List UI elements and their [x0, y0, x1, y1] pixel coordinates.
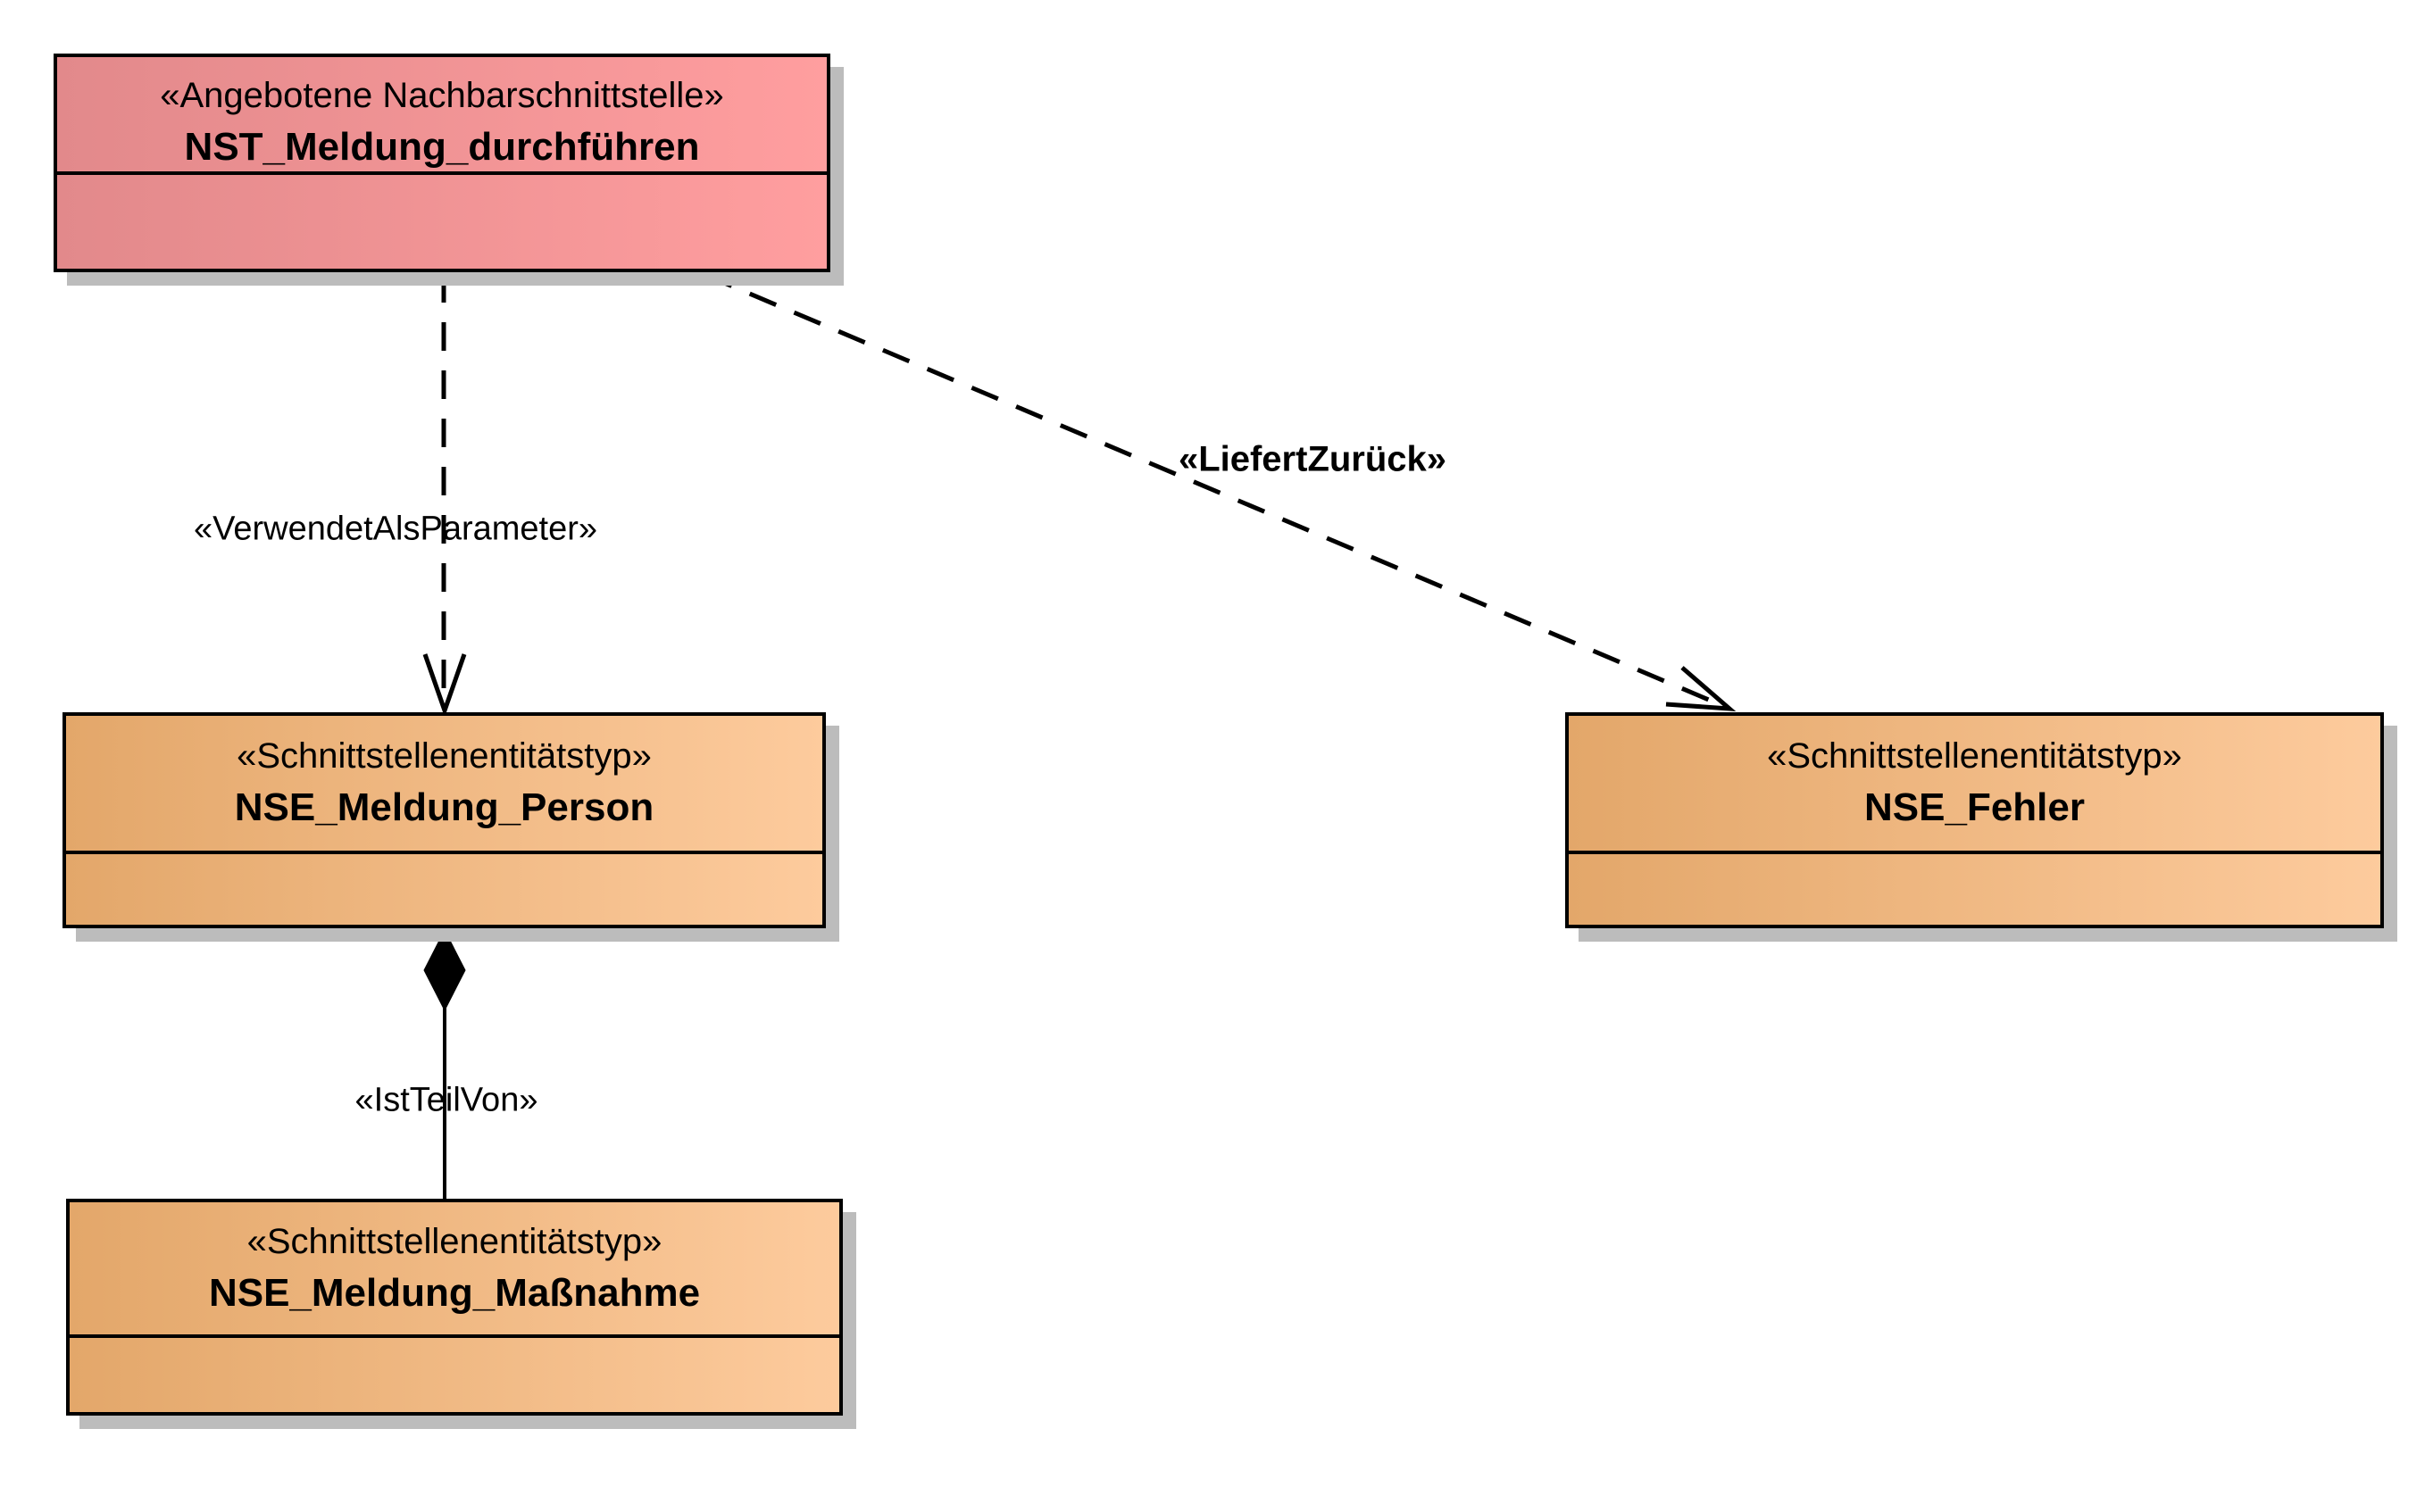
edge-label-ist-teil-von: «IstTeilVon»	[354, 1081, 538, 1119]
open-arrowhead-icon	[422, 653, 467, 718]
class-name: NSE_Fehler	[1864, 785, 2085, 830]
attributes-compartment	[66, 851, 822, 925]
class-name: NSE_Meldung_Person	[234, 785, 654, 830]
stereotype-label: «Schnittstellenentitätstyp»	[237, 736, 652, 777]
class-name: NSE_Meldung_Maßnahme	[208, 1270, 701, 1315]
liefert-zurueck-edge	[704, 272, 1729, 710]
class-box-nse-fehler: «Schnittstellenentitätstyp» NSE_Fehler	[1565, 712, 2384, 928]
edge-label-verwendet-als-parameter: «VerwendetAlsParameter»	[193, 510, 598, 548]
composition-diamond-icon	[423, 928, 466, 1012]
open-arrowhead-icon	[1665, 666, 1737, 712]
stereotype-label: «Schnittstellenentitätstyp»	[246, 1221, 662, 1261]
class-box-nse-meldung-person: «Schnittstellenentitätstyp» NSE_Meldung_…	[62, 712, 826, 928]
stereotype-label: «Angebotene Nachbarschnittstelle»	[160, 75, 724, 115]
stereotype-label: «Schnittstellenentitätstyp»	[1767, 736, 2182, 777]
title-compartment: «Schnittstellenentitätstyp» NSE_Fehler	[1569, 716, 2380, 851]
title-compartment: «Schnittstellenentitätstyp» NSE_Meldung_…	[66, 716, 822, 851]
title-compartment: «Angebotene Nachbarschnittstelle» NST_Me…	[57, 57, 827, 171]
edge-label-liefert-zurueck: «LiefertZurück»	[1178, 439, 1447, 479]
title-compartment: «Schnittstellenentitätstyp» NSE_Meldung_…	[70, 1202, 839, 1334]
class-name: NST_Meldung_durchführen	[184, 124, 700, 169]
attributes-compartment	[70, 1334, 839, 1412]
attributes-compartment	[1569, 851, 2380, 925]
class-box-nst-meldung-durchfuehren: «Angebotene Nachbarschnittstelle» NST_Me…	[54, 54, 830, 272]
attributes-compartment	[57, 171, 827, 269]
class-box-nse-meldung-massnahme: «Schnittstellenentitätstyp» NSE_Meldung_…	[66, 1199, 843, 1416]
